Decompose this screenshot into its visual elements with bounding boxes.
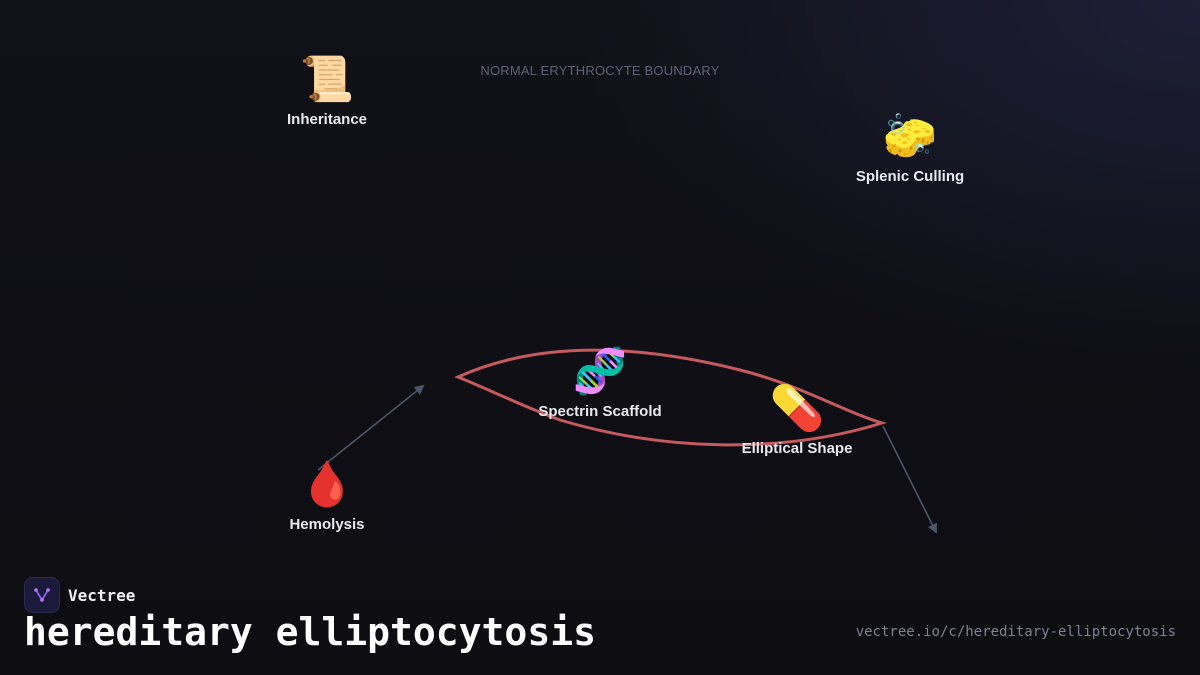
elliptocyte-outline <box>454 348 888 447</box>
scroll-icon: 📜 <box>299 55 355 104</box>
node-label: Splenic Culling <box>855 168 965 185</box>
node-label: Spectrin Scaffold <box>538 403 662 420</box>
boundary-label: NORMAL ERYTHROCYTE BOUNDARY <box>480 63 720 78</box>
page-title: hereditary elliptocytosis <box>24 610 596 654</box>
brand[interactable]: Vectree <box>24 577 135 613</box>
arrow-cell-to-splenic <box>882 425 937 534</box>
node-label: Hemolysis <box>289 516 365 533</box>
brand-name: Vectree <box>68 585 136 605</box>
dna-icon: 🧬 <box>572 347 628 396</box>
blood-drop-icon: 🩸 <box>299 460 355 509</box>
node-hemolysis[interactable]: 🩸 Hemolysis <box>289 460 364 533</box>
vectree-logo-icon <box>24 577 60 613</box>
node-label: Elliptical Shape <box>741 440 853 457</box>
node-spectrin-scaffold[interactable]: 🧬 Spectrin Scaffold <box>538 347 661 420</box>
node-label: Inheritance <box>286 111 368 128</box>
page-url[interactable]: vectree.io/c/hereditary-elliptocytosis <box>855 624 1176 640</box>
node-splenic-culling[interactable]: 🧽 Splenic Culling <box>856 112 964 185</box>
node-inheritance[interactable]: 📜 Inheritance <box>287 55 367 128</box>
sponge-icon: 🧽 <box>882 112 938 161</box>
pill-icon: 💊 <box>769 384 825 433</box>
arrow-hemolysis-to-cell <box>317 384 425 471</box>
node-elliptical-shape[interactable]: 💊 Elliptical Shape <box>742 384 853 457</box>
